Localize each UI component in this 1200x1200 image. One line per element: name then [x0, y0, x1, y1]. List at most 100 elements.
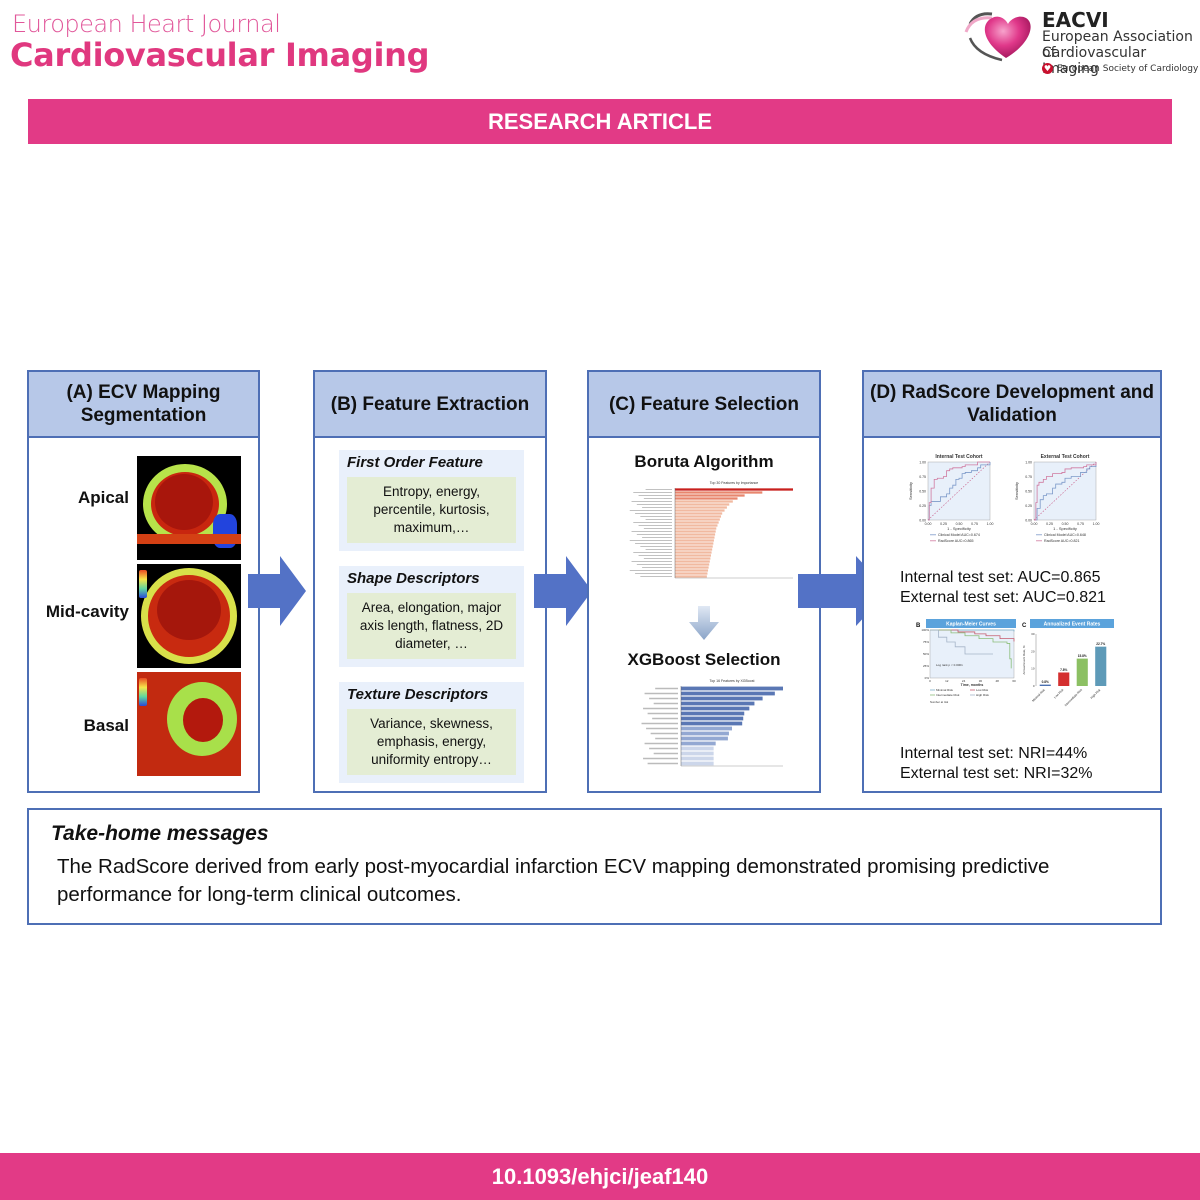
y-tick-label: 0.25 [1025, 504, 1032, 508]
tick-label [642, 567, 672, 568]
data-label: 15.8% [1078, 654, 1087, 658]
tick-label [640, 516, 672, 517]
y-axis-label: Sensitivity [908, 482, 913, 500]
tick-label [653, 702, 678, 705]
tick-label [649, 697, 678, 700]
panel-radscore-validation: (D) RadScore Development and Validation … [862, 370, 1162, 793]
eacvi-name-line2: Cardiovascular Imaging [1042, 45, 1147, 77]
tick-label [635, 543, 672, 544]
doi-footer[interactable]: 10.1093/ehjci/jeaf140 [0, 1153, 1200, 1200]
tick-label [643, 558, 672, 559]
eacvi-acronym: EACVI [1042, 8, 1109, 32]
heart-icon [964, 12, 1031, 62]
tick-label [646, 727, 678, 730]
bar [675, 527, 717, 530]
tick-label [643, 707, 678, 710]
ecv-map-mid-cavity [137, 564, 241, 668]
bar [1039, 684, 1051, 686]
x-tick-label: Minimal Risk [1031, 688, 1046, 703]
data-label: 7.8% [1060, 668, 1067, 672]
arrow-right-icon [248, 556, 306, 626]
tick-label [655, 737, 678, 740]
eacvi-name-line1: European Association of [1042, 29, 1193, 61]
tick-label [645, 489, 672, 490]
y-tick-label: 30 [1031, 632, 1035, 636]
slice-label-basal: Basal [83, 716, 129, 735]
diagonal-reference [1033, 461, 1097, 521]
arrow-down-icon [689, 606, 719, 640]
bar [675, 524, 718, 527]
slice-label-mid-cavity: Mid-cavity [45, 602, 129, 621]
takehome-box: Take-home messages The RadScore derived … [27, 808, 1162, 925]
y-tick-label: 0 [1033, 684, 1035, 688]
feature-group-first-order: First Order Feature Entropy, energy, per… [339, 450, 524, 551]
bar [675, 515, 722, 518]
tick-label [635, 573, 672, 574]
y-tick-label: 0.75 [919, 475, 926, 479]
panel-a-title: (A) ECV Mapping Segmentation [29, 372, 258, 438]
tick-label [643, 498, 672, 499]
x-tick-label: 36 [979, 679, 983, 683]
bar [681, 761, 714, 766]
km-curve [930, 629, 1015, 642]
bar [675, 500, 733, 503]
y-tick-label: 75% [923, 640, 929, 644]
tick-label [636, 504, 672, 505]
tick-label [642, 537, 672, 538]
tick-label [633, 552, 672, 553]
panel-ecv-segmentation: (A) ECV Mapping Segmentation Apical Mid-… [27, 370, 260, 793]
bar [681, 721, 743, 726]
panel-b-title: (B) Feature Extraction [315, 372, 545, 438]
bar [675, 509, 725, 512]
bar [681, 686, 783, 691]
y-tick-label: 0.75 [1025, 475, 1032, 479]
feature-group-body: Area, elongation, major axis length, fla… [347, 593, 516, 659]
roc-curve [1034, 462, 1097, 521]
roc-external-chart: External Test Cohort0.000.000.250.250.50… [1014, 454, 1099, 543]
bar [675, 530, 716, 533]
chart-title: External Test Cohort [1041, 454, 1090, 460]
bar [681, 746, 714, 751]
y-tick-label: 50% [923, 652, 929, 656]
bar [675, 533, 716, 536]
x-axis-label: 1 - Specificity [947, 526, 971, 531]
article-type-banner: RESEARCH ARTICLE [28, 99, 1172, 144]
tick-label [636, 564, 672, 565]
y-tick-label: 100% [921, 628, 929, 632]
tick-label [653, 752, 678, 755]
tick-label [638, 555, 672, 556]
bar [675, 506, 727, 509]
tick-label [645, 549, 672, 550]
bar [675, 554, 711, 557]
esc-name: European Society of Cardiology [1057, 63, 1199, 74]
bar [675, 512, 723, 515]
bar [675, 566, 709, 569]
bar [681, 756, 714, 761]
bar [681, 741, 716, 746]
tick-label [631, 561, 672, 562]
y-tick-label: 0.00 [1025, 519, 1032, 523]
x-tick-label: 0.75 [971, 522, 978, 526]
legend-label: RadScore AUC=0.865 [938, 539, 973, 543]
km-curve [930, 629, 993, 655]
bar [675, 536, 715, 539]
x-tick-label: 1.00 [987, 522, 994, 526]
tick-label [641, 722, 678, 725]
tick-label [652, 717, 678, 720]
tick-label [631, 531, 672, 532]
tick-label [633, 522, 672, 523]
bar [675, 560, 710, 563]
bar [675, 503, 730, 506]
bar [675, 551, 712, 554]
x-tick-label: 0.50 [956, 522, 963, 526]
tick-label [635, 513, 672, 514]
boruta-label: Boruta Algorithm [634, 452, 774, 471]
chart-title-bar [926, 619, 1016, 628]
data-label: 22.7% [1096, 642, 1105, 646]
bar [681, 726, 732, 731]
panel-feature-selection: (C) Feature Selection Boruta Algorithm T… [587, 370, 821, 793]
tick-label [650, 732, 678, 735]
x-tick-label: 0.25 [1046, 522, 1053, 526]
bar [1076, 658, 1088, 686]
